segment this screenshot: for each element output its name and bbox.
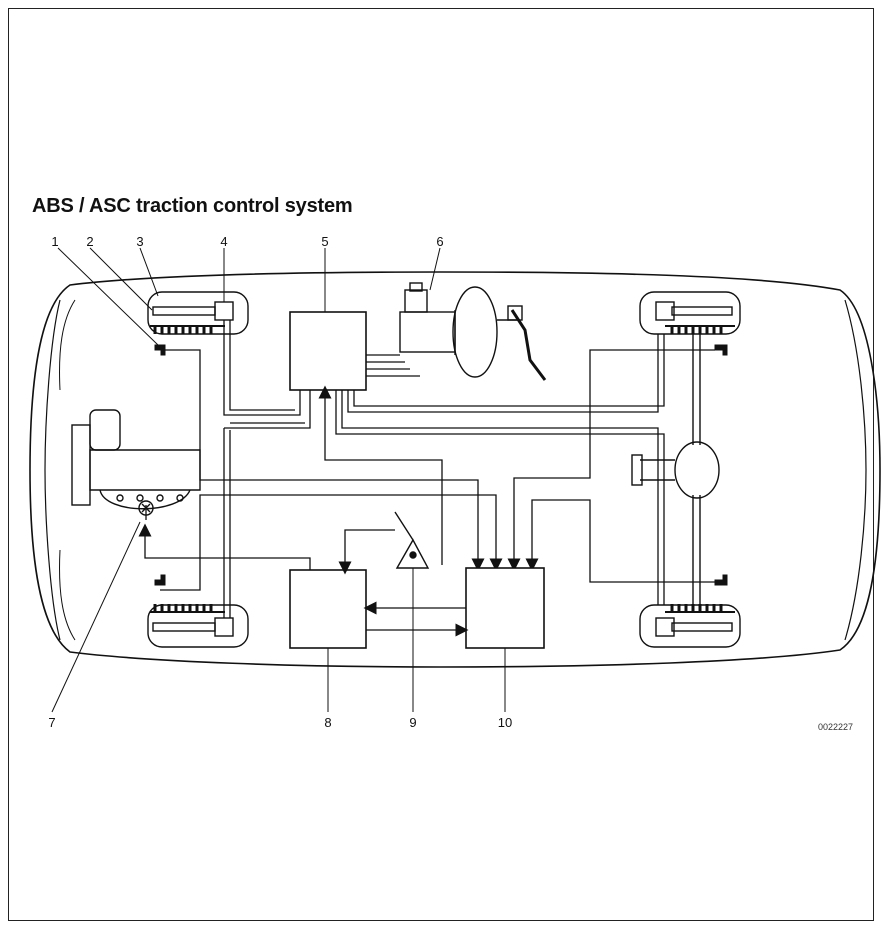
figure-frame: [8, 8, 874, 921]
callout-1: 1: [51, 234, 58, 249]
wheel-rear-left: [639, 291, 741, 335]
sensor-wires: [160, 349, 715, 591]
callout-7: 7: [48, 715, 55, 730]
callout-4: 4: [220, 234, 227, 249]
callout-3: 3: [136, 234, 143, 249]
abs-asc-control-unit: [465, 567, 545, 649]
diagram-title: ABS / ASC traction control system: [32, 195, 353, 217]
engine-control-unit: [289, 569, 367, 649]
callout-10: 10: [498, 715, 512, 730]
callout-numbers: 1 2 3 4 5 6 7 8 9 10: [48, 234, 512, 730]
brake-booster-master-cylinder: [399, 282, 547, 381]
hydraulic-unit: [289, 311, 367, 391]
throttle-position-sensor: [394, 511, 430, 569]
callout-9: 9: [409, 715, 416, 730]
brake-lines: [223, 320, 665, 618]
car-body: [29, 271, 881, 668]
callout-2: 2: [86, 234, 93, 249]
wheel-rear-right: [639, 604, 741, 648]
wheel-front-left: [147, 291, 249, 335]
throttle-actuator: [138, 500, 154, 516]
wheel-speed-sensors: [154, 344, 728, 586]
callout-6: 6: [436, 234, 443, 249]
wheel-front-right: [147, 604, 249, 648]
control-signals: [138, 505, 469, 637]
callout-5: 5: [321, 234, 328, 249]
engine: [71, 409, 201, 510]
leader-lines: [51, 247, 506, 713]
rear-axle: [631, 334, 720, 605]
figure-code: 0022227: [818, 722, 854, 732]
callout-8: 8: [324, 715, 331, 730]
